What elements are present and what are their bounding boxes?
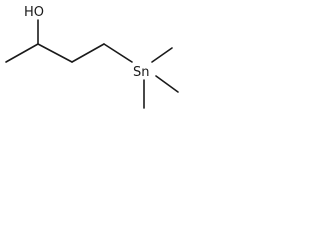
hydroxyl-label: HO <box>24 5 44 20</box>
bond-tin-methyl-right <box>155 75 179 93</box>
bond-carbinol-methylene <box>37 43 73 63</box>
bond-methylene-tin <box>103 43 133 63</box>
bond-methylene-methylene <box>71 43 105 63</box>
bond-methyl-carbinol <box>5 43 39 63</box>
bond-tin-methyl-top <box>151 47 173 63</box>
tin-label: Sn <box>133 65 150 80</box>
chemical-structure: HO Sn <box>5 5 179 109</box>
